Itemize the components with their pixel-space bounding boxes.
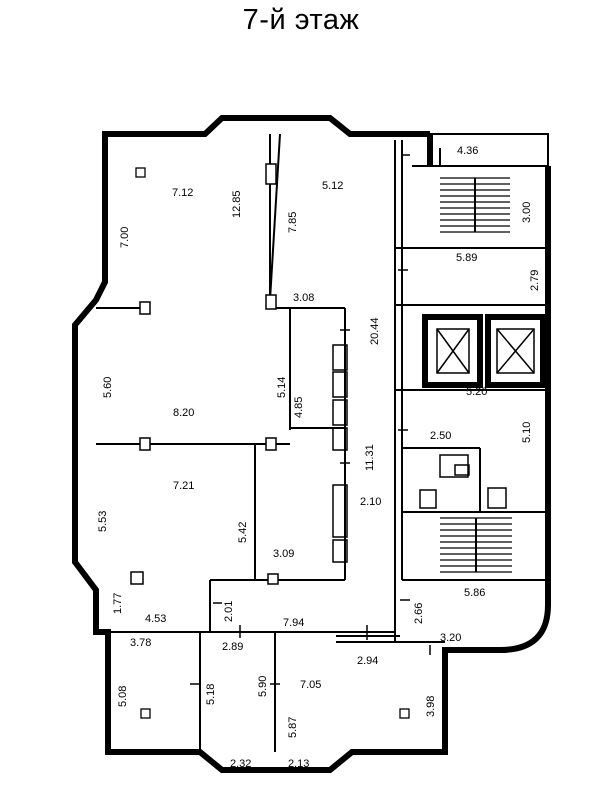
stairwell-lower <box>440 517 512 573</box>
dim-label: 4.36 <box>457 145 478 157</box>
columns <box>130 163 279 585</box>
dim-label: 5.20 <box>466 386 487 398</box>
dim-label: 5.12 <box>322 180 343 192</box>
floor-title: 7-й этаж <box>242 4 360 36</box>
dim-label: 3.78 <box>130 637 151 649</box>
dim-label: 5.18 <box>205 684 217 705</box>
dim-label: 2.79 <box>529 270 541 291</box>
dim-label: 4.85 <box>293 397 305 418</box>
dim-label: 5.10 <box>521 422 533 443</box>
dim-label: 7.85 <box>287 212 299 233</box>
dim-label: 5.86 <box>464 587 485 599</box>
dim-label: 8.20 <box>173 407 194 419</box>
dim-label: 2.66 <box>413 603 425 624</box>
dim-label: 2.89 <box>222 641 243 653</box>
dim-label: 3.08 <box>293 292 314 304</box>
dim-label: 12.85 <box>231 190 243 218</box>
stairwell-upper <box>440 177 510 233</box>
dim-label: 5.87 <box>287 717 299 738</box>
dim-label: 11.31 <box>364 444 376 471</box>
dim-label: 1.77 <box>112 593 124 614</box>
dim-label: 3.00 <box>521 202 533 223</box>
interior-walls <box>96 133 548 752</box>
dim-label: 3.09 <box>273 548 294 560</box>
risers <box>135 167 410 719</box>
dim-label: 2.13 <box>288 758 309 770</box>
dim-label: 7.94 <box>283 617 304 629</box>
door-marks <box>190 154 431 685</box>
dim-label: 5.89 <box>456 252 477 264</box>
dim-label: 7.05 <box>300 679 321 691</box>
dim-label: 3.20 <box>440 632 461 644</box>
dim-label: 7.00 <box>119 227 131 248</box>
dim-label: 5.53 <box>97 511 109 532</box>
dim-label: 2.94 <box>357 655 378 667</box>
dim-label: 2.01 <box>223 601 235 622</box>
dim-label: 5.90 <box>257 676 269 697</box>
elevator-shafts <box>422 314 546 388</box>
dim-label: 2.10 <box>360 496 381 508</box>
dim-label: 5.60 <box>102 377 114 398</box>
exterior-walls <box>72 115 551 773</box>
dim-label: 7.12 <box>172 187 193 199</box>
dim-label: 3.98 <box>425 696 437 717</box>
dim-label: 20.44 <box>369 317 381 345</box>
dim-label: 4.53 <box>145 613 166 625</box>
service-rooms <box>419 454 507 509</box>
dimension-labels: 4.36 5.12 7.12 12.85 7.85 7.00 3.00 5.89… <box>97 145 541 770</box>
dim-label: 2.50 <box>430 430 451 442</box>
dim-label: 5.14 <box>276 377 288 398</box>
dim-label: 5.42 <box>237 522 249 543</box>
dim-label: 5.08 <box>117 686 129 707</box>
dim-label: 7.21 <box>173 480 194 492</box>
corridor-wardrobes <box>332 344 348 563</box>
dim-label: 2.32 <box>230 758 251 770</box>
